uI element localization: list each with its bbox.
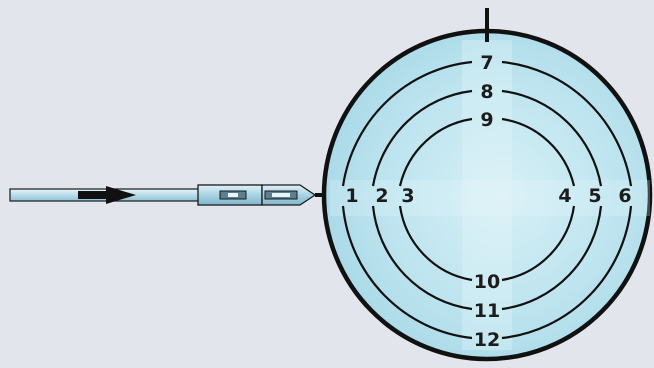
label-3: 3 xyxy=(401,185,414,207)
label-7: 7 xyxy=(480,52,493,74)
label-10: 10 xyxy=(474,271,500,293)
labels-bottom: 10 11 12 xyxy=(474,271,500,351)
label-2: 2 xyxy=(375,185,388,207)
label-12: 12 xyxy=(474,329,500,351)
ring-inner xyxy=(398,117,576,282)
probe-window-right-inner xyxy=(272,193,290,197)
labels-top: 7 8 9 xyxy=(480,52,493,131)
label-11: 11 xyxy=(474,300,500,322)
rings xyxy=(341,60,633,340)
probe xyxy=(9,184,335,206)
ring-outer xyxy=(341,60,633,340)
right-arrow-icon xyxy=(78,186,136,204)
label-6: 6 xyxy=(618,185,631,207)
label-5: 5 xyxy=(588,185,601,207)
probe-window-left-inner xyxy=(228,193,238,197)
ring-middle xyxy=(371,89,603,311)
label-4: 4 xyxy=(558,185,571,207)
labels-horizontal: 1 2 3 4 5 6 xyxy=(345,185,631,207)
label-9: 9 xyxy=(480,109,493,131)
label-1: 1 xyxy=(345,185,358,207)
disc-highlight-horizontal xyxy=(330,180,650,216)
label-8: 8 xyxy=(480,81,493,103)
